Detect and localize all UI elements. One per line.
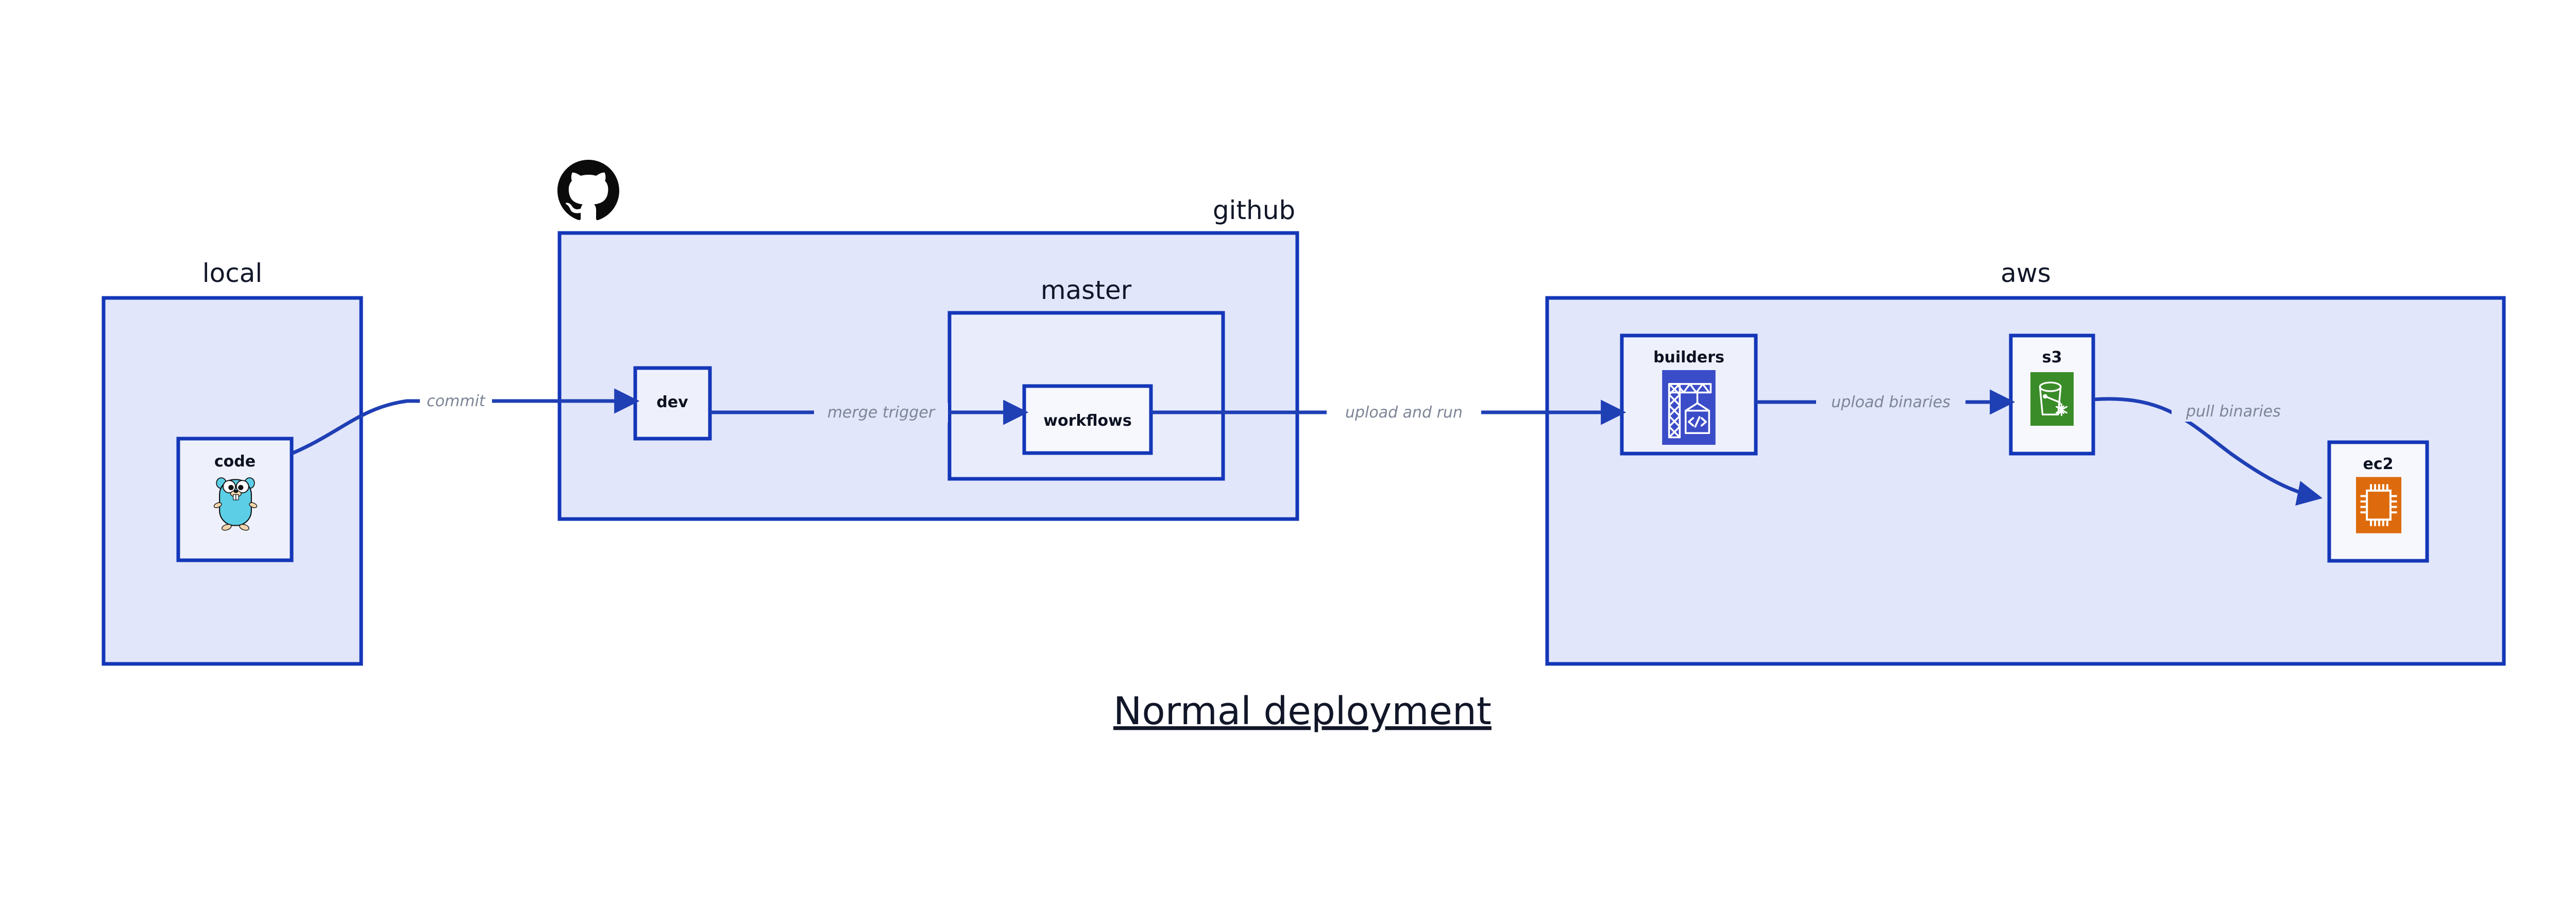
s3-bucket-icon bbox=[2030, 372, 2074, 426]
node-label-dev: dev bbox=[656, 393, 688, 411]
go-gopher-icon bbox=[213, 477, 258, 531]
edge-label-upload-and-run: upload and run bbox=[1345, 404, 1463, 422]
edge-commit bbox=[291, 388, 640, 456]
group-label-master: master bbox=[1041, 275, 1132, 305]
group-label-github: github bbox=[1213, 195, 1295, 225]
edge-label-bg-commit bbox=[420, 392, 492, 411]
node-label-s3: s3 bbox=[2042, 348, 2062, 366]
node-workflows[interactable] bbox=[1022, 384, 1153, 455]
edge-label-bg-pull-bin bbox=[2172, 402, 2295, 422]
edge-label-commit: commit bbox=[427, 392, 486, 410]
node-label-ec2: ec2 bbox=[2363, 455, 2393, 473]
diagram-title: Normal deployment bbox=[1113, 689, 1492, 733]
edge-label-merge-trigger: merge trigger bbox=[827, 404, 936, 422]
group-label-local: local bbox=[202, 258, 263, 288]
group-label-aws: aws bbox=[2001, 258, 2051, 288]
edge-label-pull-binaries: pull binaries bbox=[2185, 403, 2281, 421]
node-label-builders: builders bbox=[1653, 348, 1724, 366]
edge-pull-binaries bbox=[2093, 397, 2323, 506]
node-label-workflows: workflows bbox=[1043, 412, 1132, 430]
edge-label-bg-upload-bin bbox=[1816, 393, 1965, 412]
crane-code-icon bbox=[1662, 370, 1716, 445]
github-octocat-icon bbox=[557, 160, 619, 221]
node-label-code: code bbox=[214, 453, 256, 471]
edge-label-bg-upload-run bbox=[1327, 403, 1481, 423]
cpu-chip-icon bbox=[2356, 477, 2401, 533]
edge-label-upload-binaries: upload binaries bbox=[1831, 393, 1950, 411]
edge-label-bg-merge bbox=[814, 403, 948, 423]
